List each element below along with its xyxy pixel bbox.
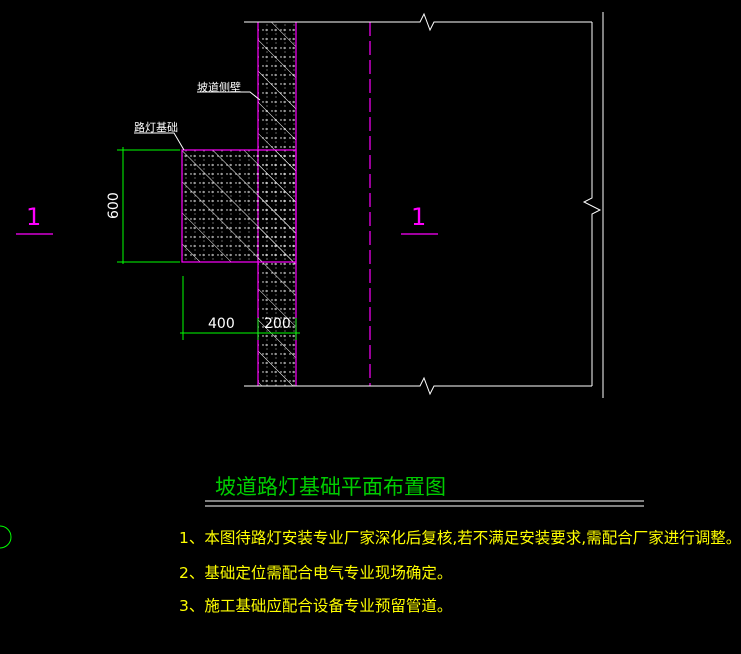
dim-height-text: 600	[106, 192, 122, 219]
top-break-line	[244, 12, 592, 32]
section-mark-left: 1	[26, 203, 41, 231]
dim-width-right-text: 200	[264, 316, 291, 332]
drawing-title: 坡道路灯基础平面布置图	[215, 475, 446, 499]
dimension-width	[180, 276, 300, 340]
dim-width-left-text: 400	[208, 316, 235, 332]
break-lines	[244, 12, 604, 398]
bottom-break-line	[244, 376, 592, 396]
note-2: 2、基础定位需配合电气专业现场确定。	[179, 564, 452, 582]
foundation-label: 路灯基础	[134, 121, 178, 134]
foundation-dots	[182, 150, 296, 262]
note-3: 3、施工基础应配合设备专业预留管道。	[179, 596, 452, 615]
foundation-leader-line	[134, 132, 185, 151]
note-1: 1、本图待路灯安装专业厂家深化后复核,若不满足安装要求,需配合厂家进行调整。	[179, 529, 741, 547]
right-break-line	[582, 22, 602, 386]
dimension-height	[117, 147, 180, 264]
lamp-foundation	[181, 149, 297, 263]
wall-label: 坡道侧壁	[197, 80, 241, 94]
foundation-outline	[181, 149, 297, 263]
edge-circle-marker	[0, 525, 12, 549]
wall-leader-line	[197, 91, 261, 101]
section-mark-right: 1	[411, 203, 426, 231]
